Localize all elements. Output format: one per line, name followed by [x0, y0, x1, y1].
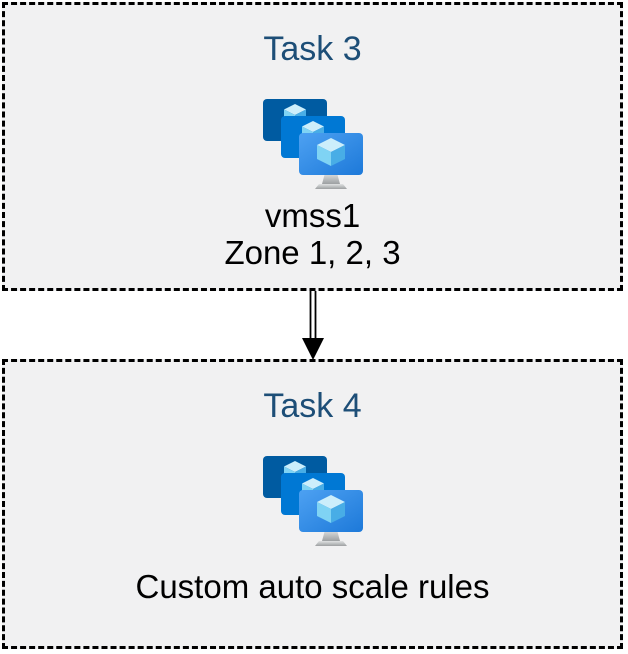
task3-label-name: vmss1 — [264, 197, 361, 234]
vm-front — [298, 490, 363, 546]
task4-title: Task 4 — [263, 387, 362, 425]
vm-front — [298, 133, 363, 189]
vm-scale-set-icon — [262, 99, 363, 189]
vm-scale-set-icon — [262, 456, 363, 546]
task4-box: Task 4 — [2, 359, 623, 649]
task3-label-zones: Zone 1, 2, 3 — [224, 234, 401, 271]
flow-arrow-down — [302, 291, 324, 360]
task3-box: Task 3 — [2, 2, 623, 291]
task4-label-rules: Custom auto scale rules — [135, 568, 490, 605]
task3-title: Task 3 — [263, 30, 362, 68]
